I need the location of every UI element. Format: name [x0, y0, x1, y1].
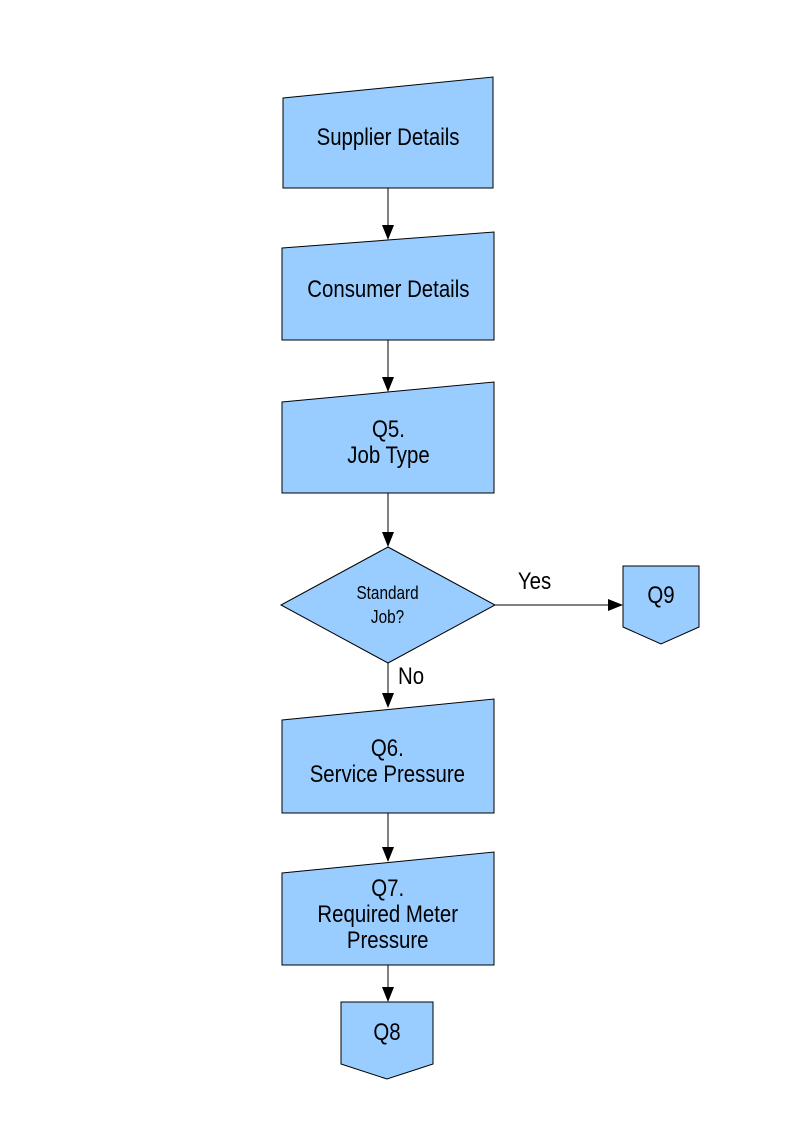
q6-service-pressure-text: Q6. Service Pressure — [309, 734, 465, 788]
label-line: No — [398, 663, 425, 690]
arrowhead — [608, 599, 623, 611]
label-line: Q5. — [371, 415, 405, 443]
q9-connector-label: Q9 — [623, 563, 699, 629]
q5-job-type-text: Q5. Job Type — [346, 415, 430, 469]
no-edge-label: No — [398, 663, 468, 691]
label-line: Standard — [356, 583, 420, 603]
q9-offpage-connector-node — [622, 565, 700, 645]
q6-service-pressure-label: Q6. Service Pressure — [282, 710, 492, 813]
consumer-details-label: Consumer Details — [282, 240, 494, 340]
label-line: Q6. — [370, 734, 404, 762]
q7-required-meter-pressure-node — [281, 851, 495, 966]
q6-service-pressure-node — [281, 698, 495, 814]
label-line: Q7. — [371, 874, 405, 902]
q5-job-type-node — [281, 381, 495, 494]
q5-job-type-label: Q5. Job Type — [282, 392, 494, 493]
label-line: Pressure — [347, 926, 429, 954]
label-line: Q9 — [647, 582, 675, 609]
arrowhead — [382, 225, 394, 240]
q8-connector-label: Q8 — [341, 1000, 433, 1066]
supplier-details-node — [282, 76, 494, 189]
arrowhead — [382, 693, 394, 708]
arrowhead — [382, 847, 394, 862]
consumer-details-text: Consumer Details — [307, 277, 469, 303]
arrowhead — [382, 987, 394, 1002]
label-line: Supplier Details — [316, 123, 460, 151]
q7-required-meter-pressure-text: Q7. Required Meter Pressure — [317, 874, 459, 954]
q8-offpage-connector-node — [340, 1001, 434, 1080]
arrow-decision-yes-to-q9 — [495, 599, 623, 611]
q7-required-meter-pressure-label: Q7. Required Meter Pressure — [282, 864, 494, 965]
arrow-q6-to-q7 — [382, 813, 394, 862]
label-line: Yes — [518, 568, 552, 595]
arrow-q7-to-q8 — [382, 965, 394, 1002]
q8-connector-text: Q8 — [373, 1020, 400, 1046]
arrow-consumer-to-q5 — [382, 340, 394, 392]
standard-job-decision-text: Standard Job? — [357, 581, 419, 629]
arrowhead — [382, 377, 394, 392]
arrow-decision-no-to-q6 — [382, 663, 394, 708]
standard-job-decision-label: Standard Job? — [298, 577, 478, 633]
q9-connector-text: Q9 — [647, 583, 674, 609]
yes-edge-text: Yes — [518, 569, 551, 595]
supplier-details-label: Supplier Details — [282, 87, 494, 188]
no-edge-text: No — [398, 664, 424, 690]
supplier-details-text: Supplier Details — [316, 123, 460, 151]
label-line: Consumer Details — [306, 276, 470, 303]
arrowhead — [382, 532, 394, 547]
label-line: Service Pressure — [309, 760, 465, 788]
label-line: Required Meter — [317, 900, 459, 928]
arrow-q5-to-decision — [382, 493, 394, 547]
yes-edge-label: Yes — [500, 568, 570, 596]
label-line: Job Type — [346, 441, 430, 469]
label-line: Job? — [371, 607, 405, 627]
label-line: Q8 — [373, 1019, 401, 1046]
arrow-supplier-to-consumer — [382, 188, 394, 240]
consumer-details-node — [281, 231, 495, 341]
